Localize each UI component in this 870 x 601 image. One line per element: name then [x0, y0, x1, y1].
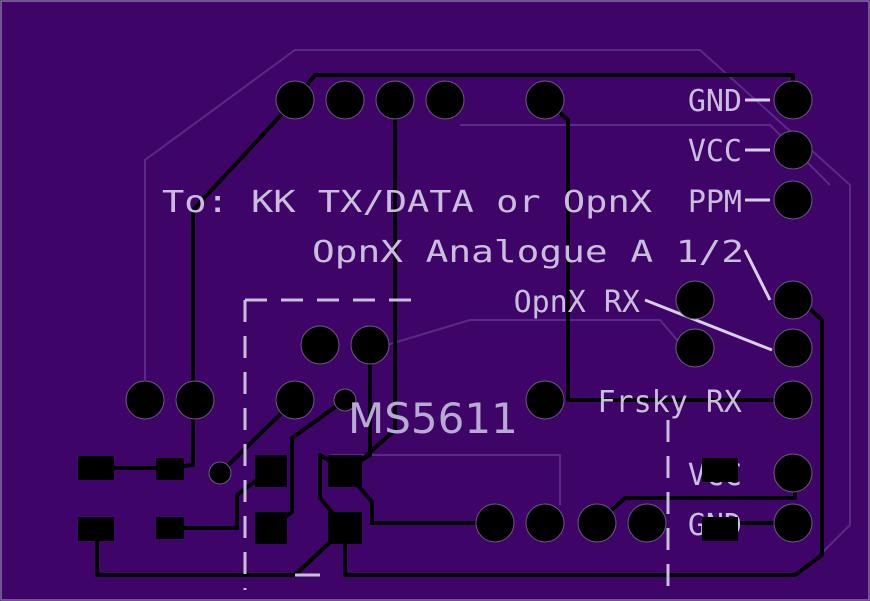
- silkscreen-text: GND VCC To: KK TX/DATA or OpnX PPM OpnX …: [162, 84, 744, 543]
- label-ms5611: MS5611: [348, 394, 518, 443]
- pad: [275, 380, 315, 420]
- pad: [773, 380, 813, 420]
- pad: [773, 328, 813, 368]
- smd-pads: [78, 455, 362, 544]
- pad: [773, 80, 813, 120]
- silkscreen-outlines: [243, 298, 670, 590]
- via: [333, 388, 357, 412]
- smd-pad: [328, 455, 362, 487]
- pad: [375, 80, 415, 120]
- pad: [525, 380, 565, 420]
- board-outline-ridges: [144, 49, 851, 556]
- pad: [325, 80, 365, 120]
- pad: [525, 80, 565, 120]
- pad: [175, 380, 215, 420]
- label-vcc-top: VCC: [688, 134, 742, 169]
- pad: [773, 280, 813, 320]
- pad: [773, 453, 813, 493]
- pad: [525, 503, 565, 543]
- label-ppm: PPM: [688, 185, 742, 220]
- pad: [773, 180, 813, 220]
- smd-pad: [255, 512, 287, 544]
- smd-pad: [78, 456, 114, 480]
- smd-pad: [156, 517, 184, 539]
- smd-pads-right: [702, 458, 738, 541]
- pad: [425, 80, 465, 120]
- smd-pad: [156, 458, 184, 480]
- smd-pad: [255, 455, 287, 487]
- pad: [627, 503, 667, 543]
- pad: [475, 503, 515, 543]
- pad: [773, 130, 813, 170]
- pad: [773, 503, 813, 543]
- via: [208, 461, 232, 485]
- smd-pad: [702, 517, 738, 541]
- label-analogue: OpnX Analogue A 1/2: [312, 235, 744, 270]
- smd-pad: [328, 512, 362, 544]
- pad: [350, 325, 390, 365]
- label-opnx-rx: OpnX RX: [514, 285, 640, 320]
- label-frsky-rx: Frsky RX: [598, 385, 743, 420]
- vias: [208, 388, 357, 485]
- pad: [300, 325, 340, 365]
- smd-pad: [702, 458, 738, 482]
- pad: [125, 380, 165, 420]
- label-gnd-top: GND: [688, 84, 742, 119]
- pad: [675, 280, 715, 320]
- silkscreen-leaders: [644, 98, 773, 352]
- pad: [675, 328, 715, 368]
- through-hole-pads: [125, 80, 813, 543]
- pad: [577, 503, 617, 543]
- pad: [275, 80, 315, 120]
- smd-pad: [78, 517, 114, 541]
- label-to-kk: To: KK TX/DATA or OpnX: [162, 185, 652, 220]
